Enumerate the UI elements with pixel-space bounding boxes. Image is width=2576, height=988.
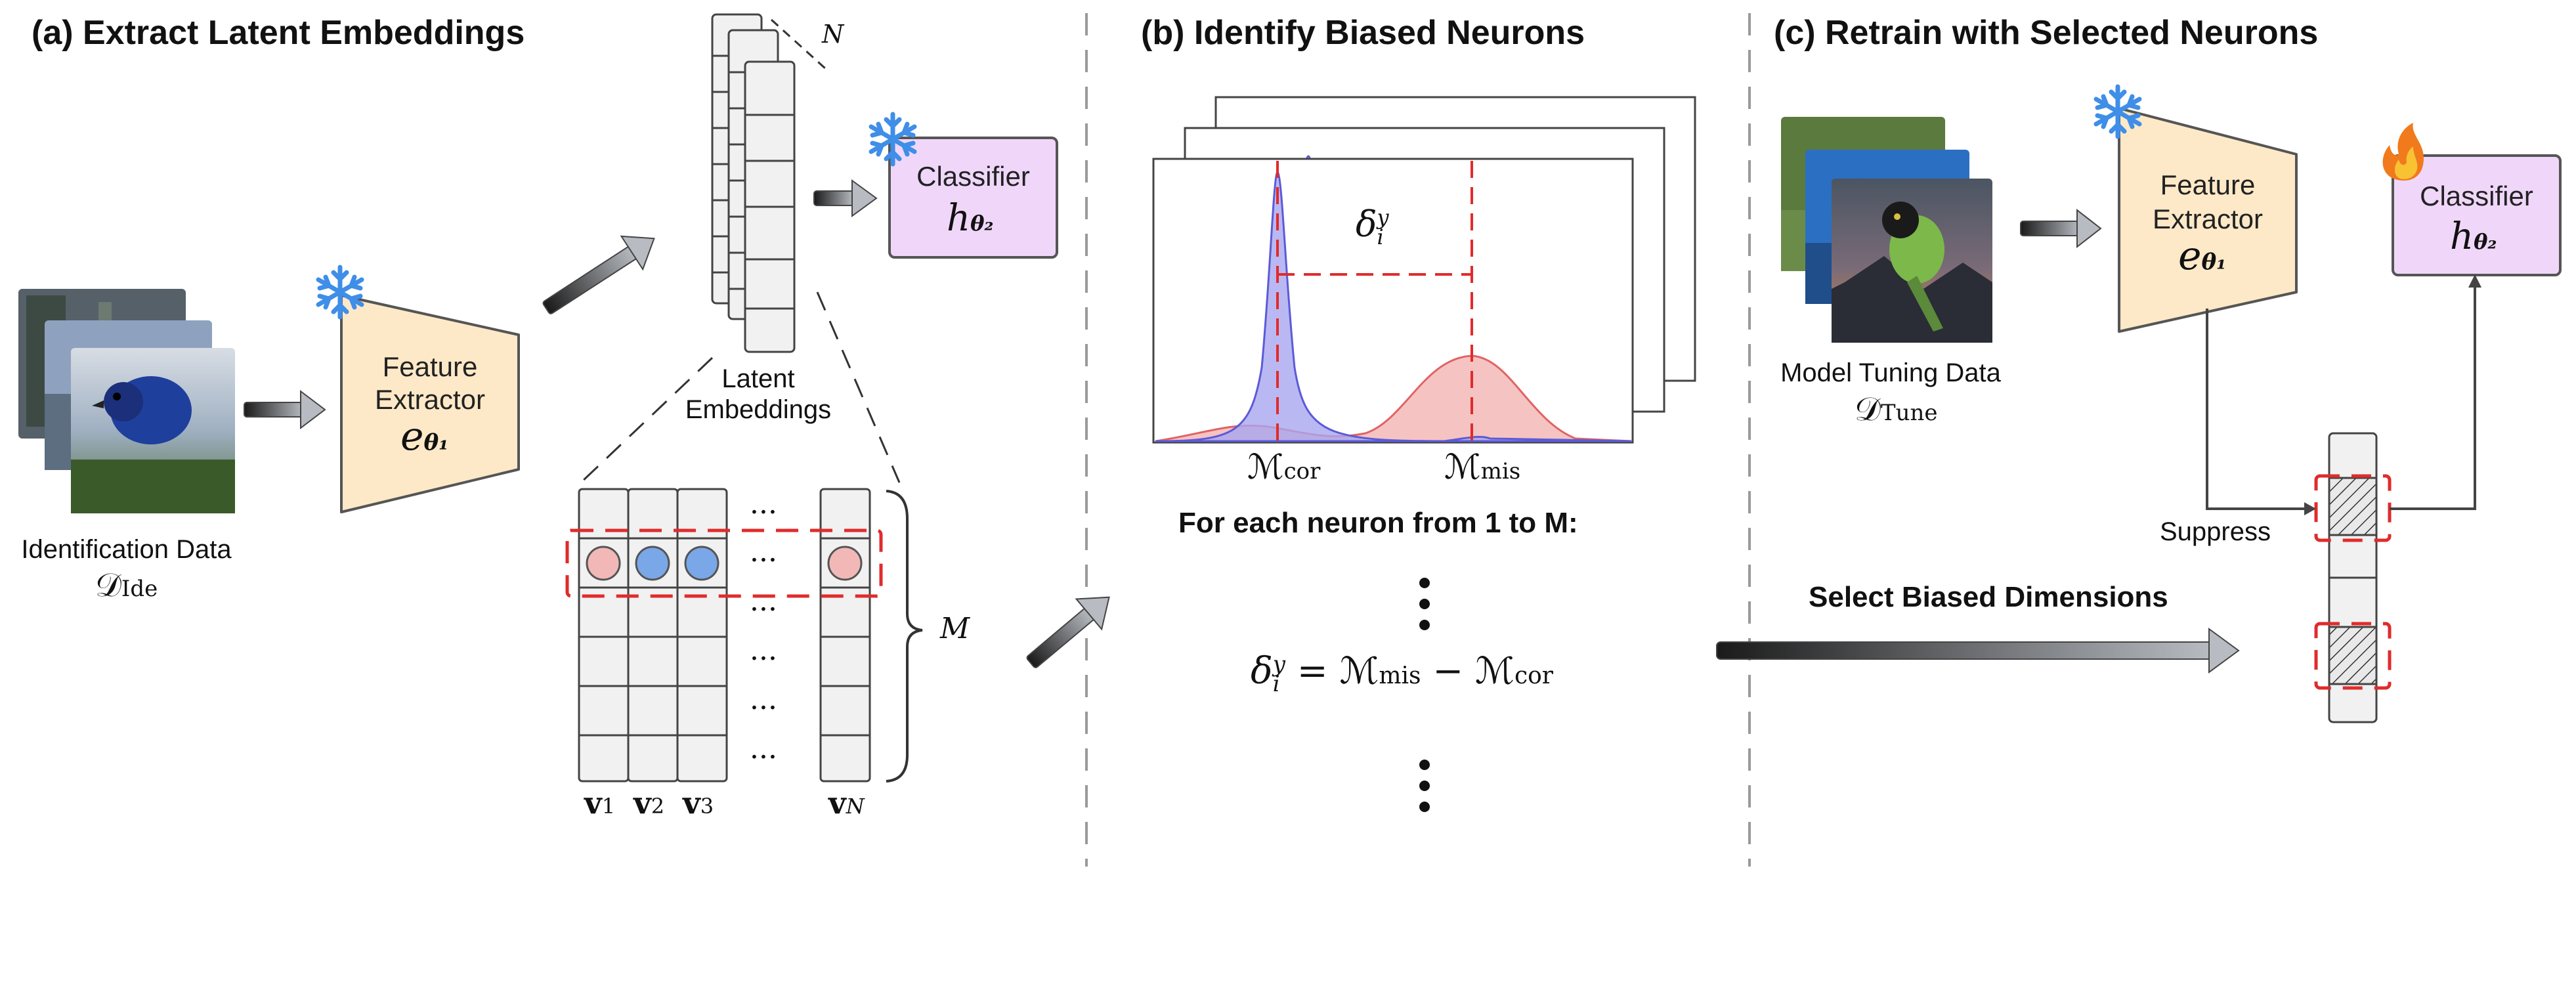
classifier-c-label: Classifier bbox=[2420, 181, 2533, 211]
connector-column-to-classifier bbox=[2390, 288, 2476, 510]
connector-extractor-to-column bbox=[2206, 309, 2304, 510]
zoom-line-right bbox=[816, 291, 901, 483]
vector-label-3: v3 bbox=[683, 785, 714, 821]
extractor-c-line1: Feature bbox=[2160, 169, 2256, 200]
fire-icon bbox=[2382, 123, 2424, 181]
m-cor-label: ℳcor bbox=[1247, 448, 1321, 487]
arrow-extractor-to-latent bbox=[542, 235, 655, 314]
snowflake-icon bbox=[316, 265, 364, 320]
latent-label-line1: Latent bbox=[721, 364, 795, 393]
stack-depth-dash bbox=[770, 18, 827, 70]
cor-distribution-fill bbox=[1155, 171, 1632, 442]
neuron-blue-2 bbox=[635, 546, 670, 581]
classifier-a-symbol: hθ₂ bbox=[947, 197, 994, 240]
ellipsis-dots bbox=[1419, 578, 1430, 812]
distribution-plot bbox=[1155, 161, 1632, 442]
loop-text: For each neuron from 1 to M: bbox=[1178, 507, 1578, 539]
classifier-c-box bbox=[2392, 154, 2562, 276]
extractor-c-symbol: eθ₁ bbox=[2178, 233, 2227, 279]
suppressed-dim-2 bbox=[2314, 622, 2392, 690]
latent-label-line2: Embeddings bbox=[685, 395, 832, 424]
tuning-images bbox=[1781, 117, 1992, 343]
extractor-a-line2: Extractor bbox=[374, 384, 486, 415]
m-mis-label: ℳmis bbox=[1444, 448, 1521, 487]
neuron-blue-3 bbox=[684, 546, 719, 581]
extractor-a-line1: Feature bbox=[382, 351, 478, 382]
classifier-c-symbol: hθ₂ bbox=[2450, 215, 2497, 258]
m-brace bbox=[886, 490, 923, 783]
embedding-columns bbox=[578, 488, 871, 783]
tuning-data-label: Model Tuning Data bbox=[1780, 358, 2001, 387]
neuron-pink-1 bbox=[586, 546, 621, 581]
feature-extractor-a-shape bbox=[340, 294, 520, 513]
arrow-tune-to-extractor bbox=[2020, 208, 2102, 249]
arrow-embeddings-to-b bbox=[1026, 596, 1110, 668]
dots-row-2: ··· bbox=[750, 544, 777, 577]
dots-row-6: ··· bbox=[750, 741, 777, 774]
suppress-label: Suppress bbox=[2160, 517, 2271, 546]
section-b-title: (b) Identify Biased Neurons bbox=[1141, 14, 1585, 52]
select-biased-arrow bbox=[1716, 628, 2240, 674]
identification-data-symbol: 𝒟Ide bbox=[95, 566, 158, 604]
section-a-title: (a) Extract Latent Embeddings bbox=[32, 14, 525, 52]
extractor-a-symbol: eθ₁ bbox=[400, 414, 449, 460]
identification-images bbox=[18, 289, 235, 513]
dots-row-4: ··· bbox=[750, 642, 777, 676]
dots-row-3: ··· bbox=[750, 593, 777, 626]
dots-row-1: ··· bbox=[750, 496, 777, 529]
selected-row-dashed bbox=[565, 528, 883, 598]
latent-stack bbox=[711, 13, 796, 353]
identification-data-label: Identification Data bbox=[21, 535, 232, 564]
vector-label-1: v1 bbox=[584, 785, 616, 821]
retrain-embedding-column bbox=[2328, 432, 2378, 723]
classifier-a-label: Classifier bbox=[916, 161, 1030, 192]
plot-frame-front bbox=[1152, 158, 1634, 444]
stack-count-n: N bbox=[822, 20, 844, 49]
arrow-latent-to-classifier bbox=[813, 179, 878, 217]
classifier-a-box bbox=[888, 137, 1058, 259]
tuning-data-symbol: 𝒟Tune bbox=[1855, 390, 1938, 428]
section-c-title: (c) Retrain with Selected Neurons bbox=[1774, 14, 2319, 52]
arrow-data-to-extractor bbox=[244, 389, 326, 430]
neuron-count-m: M bbox=[940, 612, 970, 645]
vector-label-2: v2 bbox=[633, 785, 665, 821]
feature-extractor-c-shape bbox=[2118, 107, 2298, 333]
extractor-c-line2: Extractor bbox=[2152, 204, 2264, 234]
vector-label-n: vN bbox=[828, 785, 865, 821]
select-biased-label: Select Biased Dimensions bbox=[1809, 581, 2168, 613]
dots-row-5: ··· bbox=[750, 691, 777, 725]
neuron-pink-n bbox=[827, 546, 863, 581]
snowflake-icon bbox=[869, 112, 917, 167]
snowflake-icon bbox=[2093, 84, 2142, 139]
